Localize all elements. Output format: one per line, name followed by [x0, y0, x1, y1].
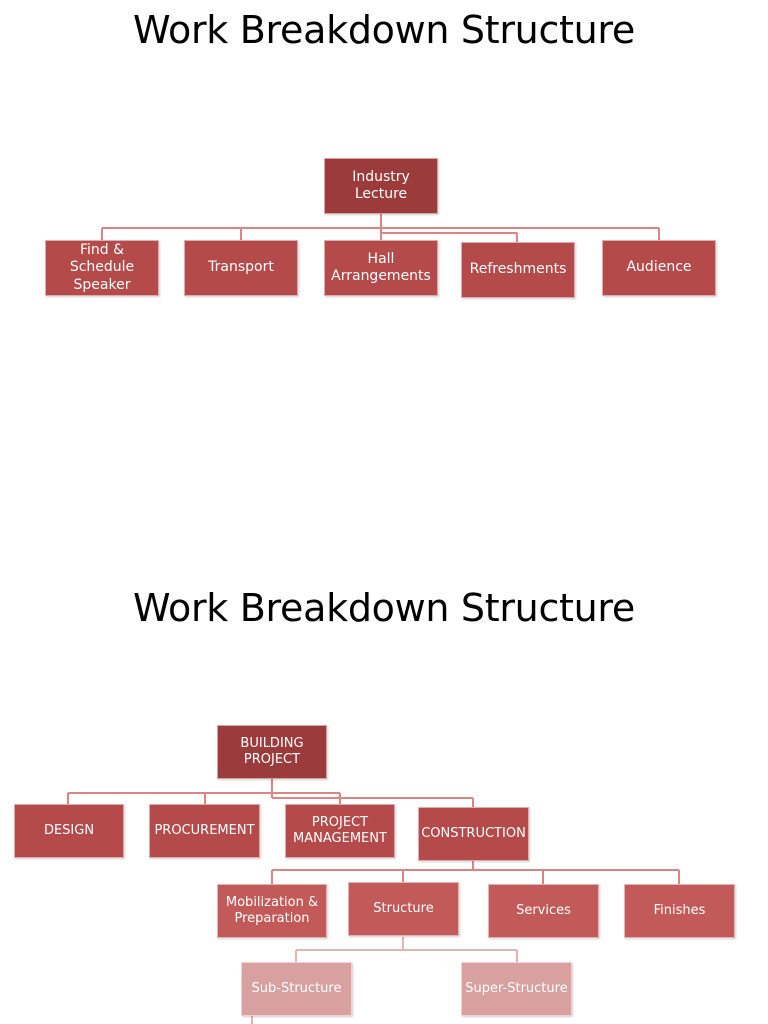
- wbs-node-hall-arrangements: Hall Arrangements: [324, 240, 438, 296]
- wbs-node-super-structure: Super-Structure: [461, 962, 572, 1016]
- wbs-node-audience: Audience: [602, 240, 716, 296]
- wbs-root-node: Industry Lecture: [324, 158, 438, 214]
- slide-title: Work Breakdown Structure: [132, 586, 635, 630]
- wbs-node-construction: CONSTRUCTION: [418, 807, 529, 861]
- slide-industry-lecture: Work Breakdown Structure Industry Lectur…: [45, 8, 716, 298]
- wbs-node-mobilization-preparation: Mobilization & Preparation: [217, 884, 327, 938]
- wbs-node-refreshments: Refreshments: [461, 242, 575, 298]
- wbs-node-finishes: Finishes: [624, 884, 735, 938]
- slide-building-project: Work Breakdown Structure: [0, 512, 768, 1024]
- wbs-node-transport: Transport: [184, 240, 298, 296]
- wbs-node-procurement: PROCUREMENT: [149, 804, 260, 858]
- wbs-root-node: BUILDING PROJECT: [217, 725, 327, 779]
- wbs-node-sub-structure: Sub-Structure: [241, 962, 352, 1016]
- wbs-node-services: Services: [488, 884, 599, 938]
- wbs-node-design: DESIGN: [14, 804, 124, 858]
- wbs-node-structure: Structure: [348, 882, 459, 936]
- wbs-node-find-schedule-speaker: Find & Schedule Speaker: [45, 240, 159, 296]
- wbs-node-project-management: PROJECT MANAGEMENT: [285, 804, 395, 858]
- slide-title: Work Breakdown Structure: [132, 8, 635, 52]
